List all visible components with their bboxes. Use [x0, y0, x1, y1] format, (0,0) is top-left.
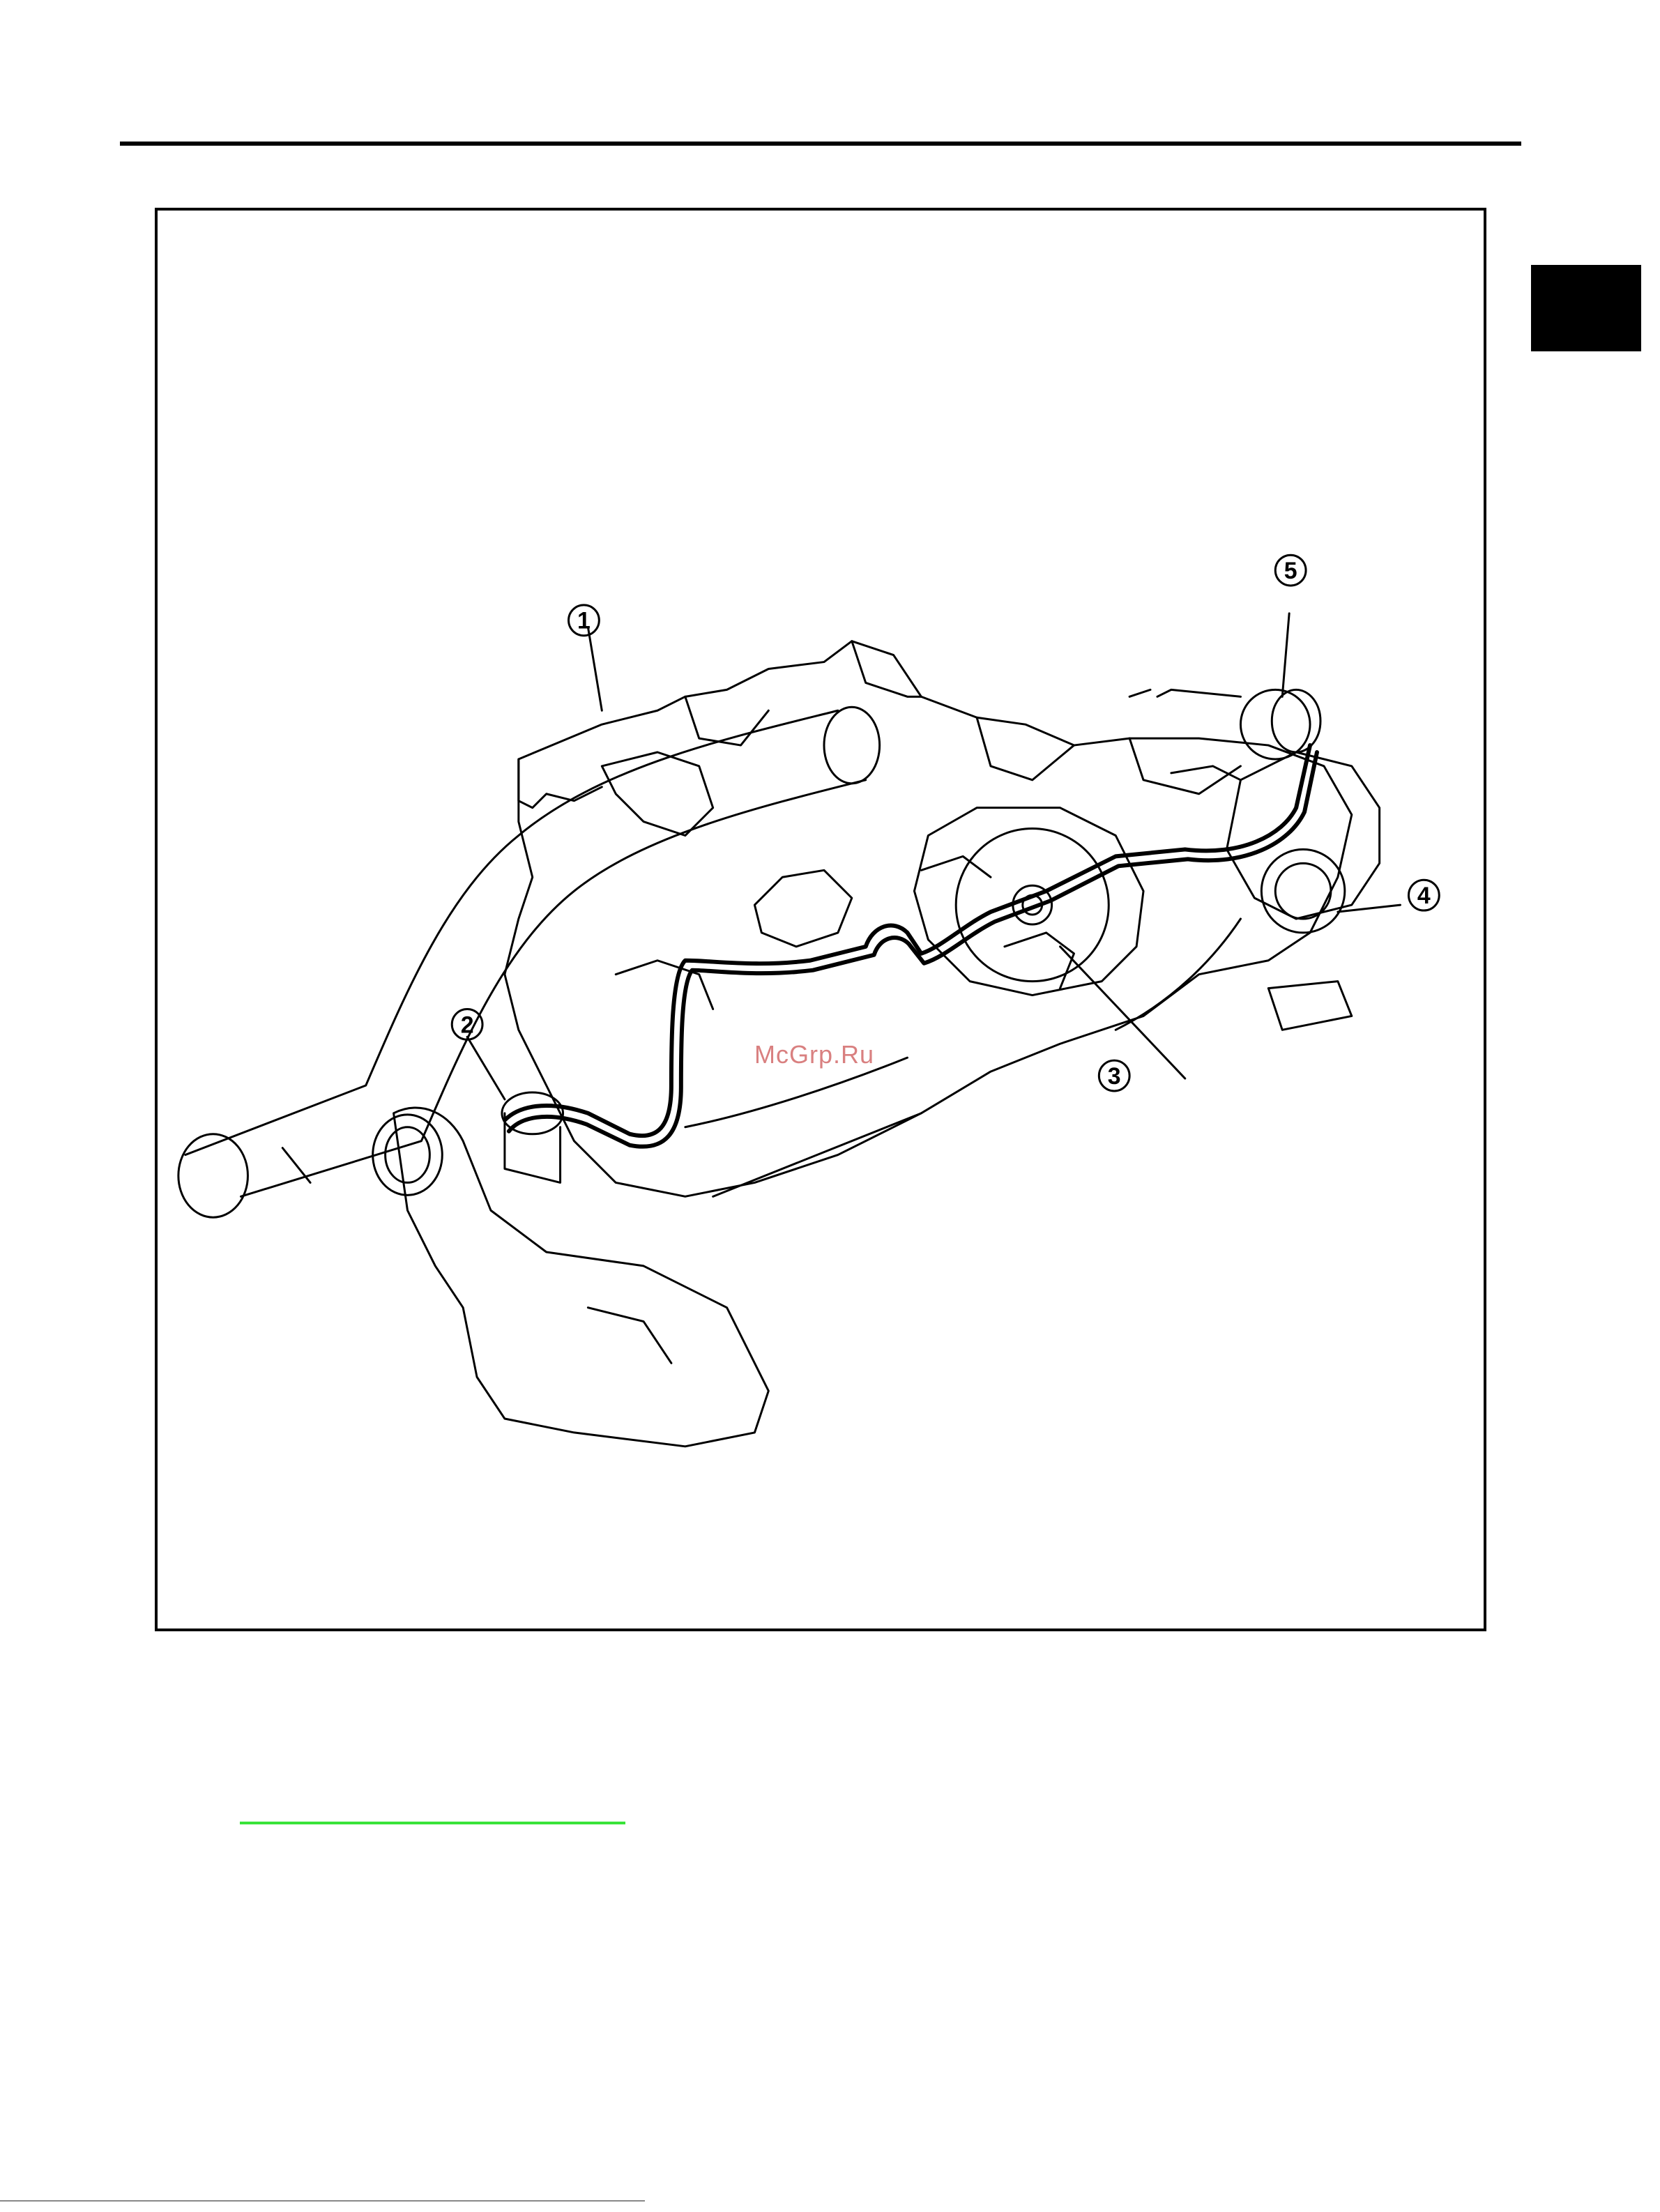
- engine-illustration-frame: 1 2 3 4 5: [155, 208, 1486, 1631]
- callout-3: 3: [1099, 1060, 1129, 1091]
- watermark-text: McGrp.Ru: [754, 1040, 874, 1069]
- callout-label-4: 4: [1417, 883, 1431, 909]
- water-pump-drawing: [914, 808, 1143, 996]
- footer-rule: [0, 2200, 645, 2202]
- callout-label-3: 3: [1108, 1063, 1121, 1090]
- callout-1: 1: [569, 605, 600, 636]
- callout-2: 2: [452, 1009, 482, 1039]
- callout-label-2: 2: [461, 1012, 474, 1038]
- water-outlet-drawing: [373, 1058, 922, 1447]
- callout-4: 4: [1408, 880, 1439, 910]
- leader-lines: [467, 613, 1400, 1099]
- reference-link-underline[interactable]: [240, 1822, 625, 1824]
- header-rule: [120, 142, 1521, 146]
- cylinder-block-drawing: [505, 641, 1352, 1197]
- turbo-actuator-drawing: [1129, 689, 1320, 759]
- callout-label-1: 1: [577, 608, 591, 634]
- callout-label-5: 5: [1284, 558, 1297, 584]
- engine-illustration: 1 2 3 4 5: [158, 211, 1484, 1629]
- callout-5: 5: [1275, 555, 1306, 586]
- section-index-tab[interactable]: [1531, 265, 1641, 351]
